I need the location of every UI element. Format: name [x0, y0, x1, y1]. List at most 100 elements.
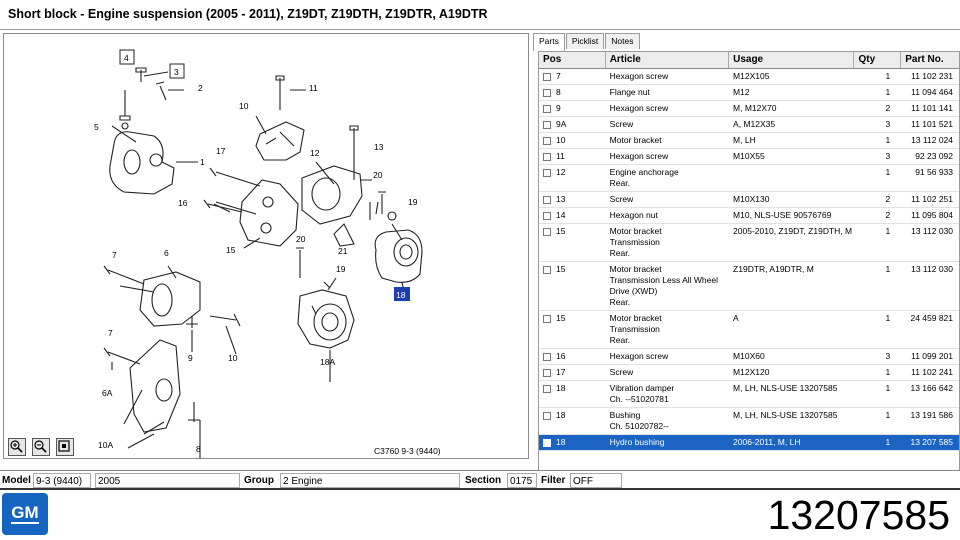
checkbox-icon[interactable]	[543, 121, 551, 129]
cell-part-no: 13 166 642	[910, 383, 954, 393]
cell-part-no: 11 101 521	[911, 119, 954, 129]
callout: 1	[200, 157, 205, 167]
callout: 7	[108, 328, 113, 338]
zoom-fit-button[interactable]	[56, 438, 74, 456]
tab-parts[interactable]: Parts	[533, 33, 565, 51]
column-header-pos[interactable]: Pos	[539, 52, 606, 68]
pos-value: 11	[556, 151, 565, 161]
cell-part-no: 13 112 030	[911, 226, 954, 236]
column-header-article[interactable]: Article	[606, 52, 730, 68]
article-line: Bushing	[609, 410, 641, 420]
article-line: Drive (XWD)	[609, 286, 658, 296]
filter-field[interactable]: OFF	[570, 473, 622, 488]
article-line: Rear.	[609, 248, 630, 258]
highlighted-callout-box	[394, 287, 410, 301]
article-line: Transmission Less All Wheel	[609, 275, 719, 285]
zoom-fit-icon	[58, 440, 70, 452]
model-field[interactable]: 9-3 (9440)	[33, 473, 91, 488]
cell-article: Hexagon screw	[606, 101, 729, 116]
column-header-qty[interactable]: Qty	[854, 52, 902, 68]
callout: 3	[174, 67, 179, 77]
cell-pos: 9	[539, 101, 606, 116]
callout: 20	[296, 234, 306, 244]
checkbox-icon[interactable]	[543, 369, 551, 377]
zoom-in-button[interactable]	[8, 438, 26, 456]
cell-part-no: 13 112 030	[911, 264, 954, 274]
checkbox-icon[interactable]	[543, 169, 551, 177]
part-number-display: 13207585	[767, 492, 950, 538]
cell-qty: 2	[885, 103, 891, 113]
cell-usage: M, LH, NLS-USE 13207585	[733, 383, 838, 393]
cell-usage	[729, 165, 854, 191]
checkbox-icon[interactable]	[543, 385, 551, 393]
checkbox-icon[interactable]	[543, 105, 551, 113]
callout: 16	[178, 198, 188, 208]
checkbox-icon[interactable]	[543, 153, 551, 161]
table-header: Pos Article Usage Qty Part No.	[539, 52, 959, 69]
callout: 6A	[102, 388, 113, 398]
statusbar: Model 9-3 (9440) 2005 Group 2 Engine Sec…	[0, 470, 960, 490]
column-header-usage[interactable]: Usage	[729, 52, 855, 68]
callout: 10	[228, 353, 238, 363]
checkbox-icon[interactable]	[543, 439, 551, 447]
cell-qty: 2	[885, 210, 891, 220]
cell-qty: 1	[885, 87, 891, 97]
cell-pos: 14	[539, 208, 606, 223]
cell-pos: 10	[539, 133, 606, 148]
cell-usage: M12X105	[733, 71, 770, 81]
article-line: Transmission	[609, 237, 660, 247]
zoom-out-button[interactable]	[32, 438, 50, 456]
group-field[interactable]: 2 Engine	[280, 473, 460, 488]
cell-qty: 1	[885, 437, 891, 447]
checkbox-icon[interactable]	[543, 212, 551, 220]
year-field[interactable]: 2005	[95, 473, 240, 488]
article-line: Hexagon screw	[609, 351, 669, 361]
cell-pos: 15	[539, 311, 606, 348]
cell-qty: 1	[885, 226, 891, 236]
checkbox-icon[interactable]	[543, 73, 551, 81]
cell-pos: 17	[539, 365, 606, 380]
cell-usage: M, LH, NLS-USE 13207585	[733, 410, 838, 420]
tab-notes[interactable]: Notes	[605, 33, 640, 49]
cell-part-no: 11 099 201	[911, 351, 954, 361]
column-header-part-no[interactable]: Part No.	[905, 54, 944, 65]
section-field[interactable]: 0175	[507, 473, 537, 488]
checkbox-icon[interactable]	[543, 412, 551, 420]
checkbox-icon[interactable]	[543, 196, 551, 204]
checkbox-icon[interactable]	[543, 89, 551, 97]
checkbox-icon[interactable]	[543, 137, 551, 145]
article-line: Hexagon screw	[609, 103, 669, 113]
callout: 20	[373, 170, 383, 180]
filter-label: Filter	[541, 475, 566, 486]
cell-part-no: 11 102 241	[911, 367, 954, 377]
checkbox-icon[interactable]	[543, 353, 551, 361]
checkbox-icon[interactable]	[543, 266, 551, 274]
cell-article: Screw	[606, 192, 729, 207]
checkbox-icon[interactable]	[543, 228, 551, 236]
article-line: Rear.	[609, 297, 630, 307]
tab-picklist[interactable]: Picklist	[565, 33, 605, 49]
cell-part-no: 24 459 821	[910, 313, 954, 323]
cell-usage: M10X130	[733, 194, 770, 204]
checkbox-icon[interactable]	[543, 315, 551, 323]
exploded-diagram[interactable]: 4 3 2 5 11 10 1 17 13 12 16 15 20 19 7 6…	[3, 33, 529, 459]
callout-selected: 18	[396, 290, 406, 300]
